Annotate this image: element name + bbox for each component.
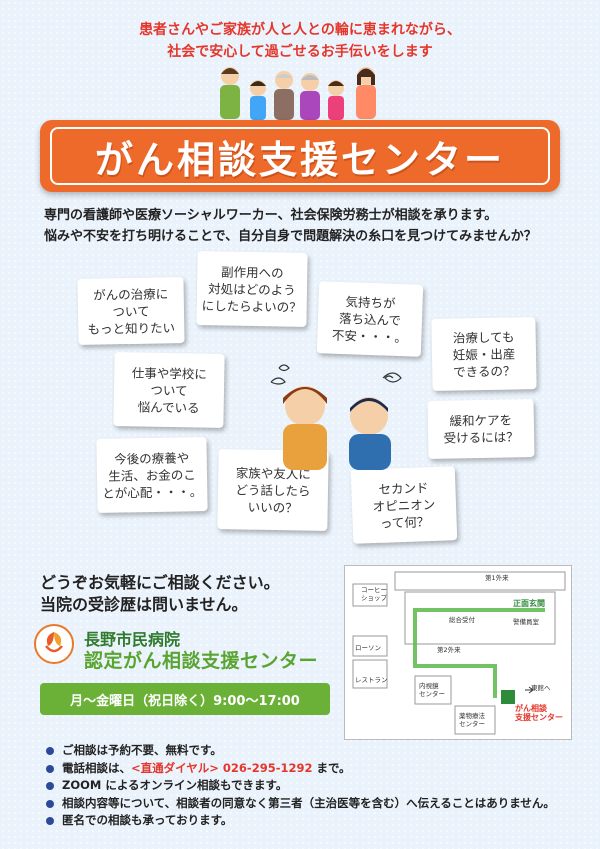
question-card-money: 今後の療養や 生活、お金のこ とが心配・・・。 [96, 437, 208, 513]
hospital-logo [34, 624, 74, 664]
map-label-main-entrance: 正面玄関 [513, 599, 545, 608]
question-card-palliative: 緩和ケアを 受けるには？ [427, 399, 535, 459]
opening-hours: 月～金曜日（祝日除く）9:00～17:00 [40, 683, 330, 715]
page-title: がん相談支援センター [50, 127, 550, 185]
question-card-side-effects: 副作用への 対処はどのよう にしたらよいの？ [196, 251, 308, 327]
phone-prefix: 電話相談は、 [62, 760, 131, 775]
tagline-line-1: 患者さんやご家族が人と人との輪に恵まれながら、 [139, 22, 461, 38]
hospital-name: 長野市民病院 [84, 630, 181, 649]
info-item: ご相談は予約不要、無料です。 [46, 742, 586, 760]
question-card-work-school: 仕事や学校に ついて 悩んでいる [113, 352, 225, 428]
phone-suffix: まで。 [312, 760, 351, 775]
question-card-anxiety: 気持ちが 落ち込んで 不安・・・。 [316, 281, 424, 357]
map-label-restaurant: レストラン [355, 676, 388, 684]
consult-line-2: 当院の受診歴は問いません。 [40, 595, 248, 614]
info-item-phone: 電話相談は、<直通ダイヤル> 026-295-1292 まで。 [46, 760, 586, 778]
map-label-east-building: 東館へ [531, 684, 551, 692]
map-label-outpatient1: 第1外来 [485, 574, 509, 582]
consult-line-1: どうぞお気軽にご相談ください。 [40, 573, 280, 592]
phone-number[interactable]: <直通ダイヤル> 026-295-1292 [131, 760, 313, 775]
info-item: 匿名での相談も承っております。 [46, 812, 586, 830]
map-label-reception: 総合受付 [449, 616, 475, 624]
map-label-endoscopy: 内視鏡 センター [419, 682, 445, 698]
map-label-coffee: コーヒー ショップ [361, 586, 387, 602]
info-item: 相談内容等について、相談者の同意なく第三者（主治医等を含む）へ伝えることはありま… [46, 795, 586, 813]
center-name: 認定がん相談支援センター [84, 650, 319, 672]
intro-line-1: 専門の看護師や医療ソーシャルワーカー、社会保険労務士が相談を承ります。 [44, 208, 498, 223]
family-illustration [220, 67, 376, 120]
info-list: ご相談は予約不要、無料です。 電話相談は、<直通ダイヤル> 026-295-12… [46, 742, 586, 830]
intro-line-2: 悩みや不安を打ち明けることで、自分自身で問題解決の糸口を見つけてみませんか？ [44, 229, 537, 244]
title-banner: がん相談支援センター [40, 120, 560, 192]
map-label-center: がん相談 支援センター [515, 704, 563, 722]
map-label-outpatient2: 第2外来 [437, 646, 461, 654]
map-label-pharmacy: 薬物療法 センター [459, 712, 485, 728]
worried-people-illustration [270, 364, 402, 470]
question-card-pregnancy: 治療しても 妊娠・出産 できるの？ [431, 317, 537, 391]
floor-map: 第1外来 コーヒー ショップ 正面玄関 総合受付 警備員室 ローソン 第2外来 … [344, 565, 572, 740]
tagline-line-2: 社会で安心して過ごせるお手伝いをします [167, 44, 433, 60]
question-card-treatment: がんの治療に ついて もっと知りたい [77, 277, 185, 345]
map-label-security: 警備員室 [513, 618, 539, 626]
question-card-second-opinion: セカンド オピニオン って何？ [350, 466, 458, 544]
map-label-lawson: ローソン [355, 644, 381, 652]
info-item: ZOOM によるオンライン相談もできます。 [46, 777, 586, 795]
floor-map-lines [352, 571, 566, 735]
